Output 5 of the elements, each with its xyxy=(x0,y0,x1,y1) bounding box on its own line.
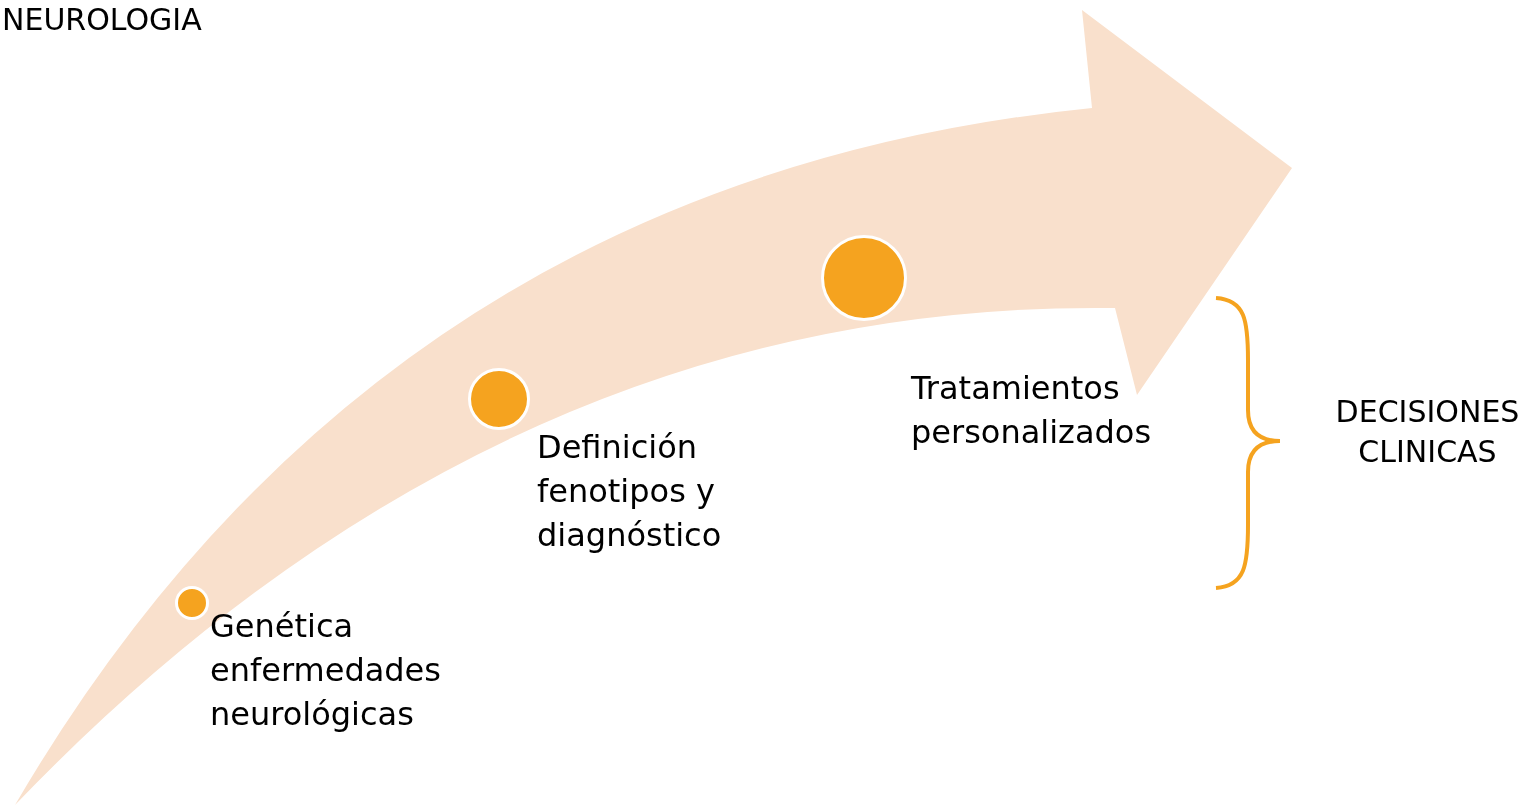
step-label: Genética enfermedades neurológicas xyxy=(210,606,442,735)
outcome-label: DECISIONES CLINICAS xyxy=(1334,393,1521,471)
title: NEUROLOGIA xyxy=(2,2,202,38)
step-label: Definición fenotipos y diagnóstico xyxy=(537,427,723,556)
step-label: Tratamientos personalizados xyxy=(911,368,1153,453)
